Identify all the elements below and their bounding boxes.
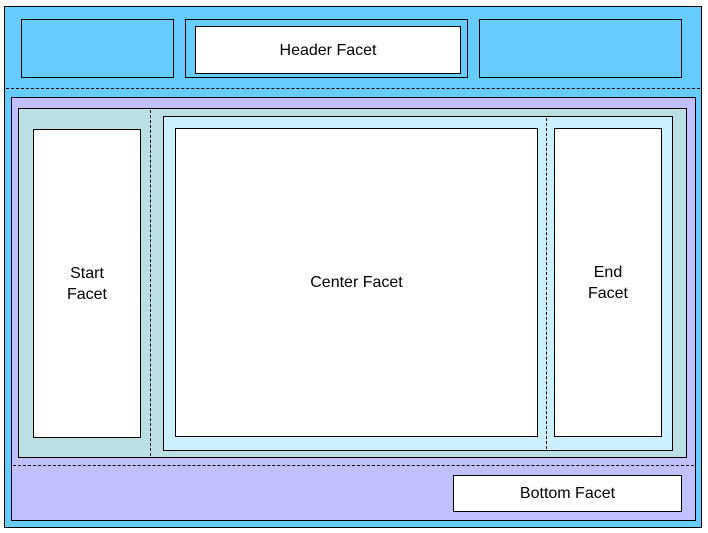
bottom-facet: Bottom Facet <box>453 475 682 512</box>
end-facet: End Facet <box>554 128 662 437</box>
header-start-region <box>21 19 174 78</box>
start-facet: Start Facet <box>33 129 141 438</box>
header-divider <box>6 88 700 89</box>
bottom-divider <box>13 465 694 466</box>
header-facet: Header Facet <box>195 26 461 74</box>
end-divider <box>546 118 547 449</box>
header-end-region <box>479 19 682 78</box>
start-divider <box>150 110 151 456</box>
center-facet: Center Facet <box>175 128 538 437</box>
